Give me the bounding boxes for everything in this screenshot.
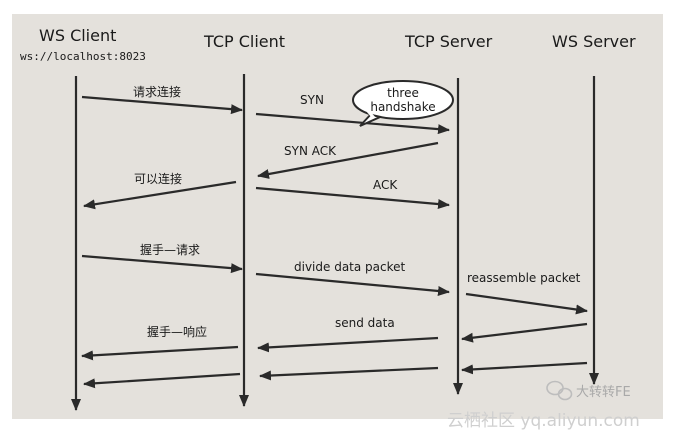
arrow-can-connect [83,180,237,210]
header-tcp-client: TCP Client [204,32,286,51]
arrow-return-tcp [259,366,439,381]
label-ack: ACK [373,178,398,192]
label-reassemble: reassemble packet [467,271,581,285]
bubble-line-1: three [387,86,419,100]
arrow-divide [255,272,450,296]
arrow-ack [255,186,450,210]
label-connect-request: 请求连接 [133,85,182,99]
handshake-bubble [352,80,454,127]
arrow-return-client [83,372,241,389]
label-syn-ack: SYN ACK [284,144,336,158]
arrow-connect-request [81,95,243,115]
header-tcp-server: TCP Server [405,32,493,51]
arrow-send-data-tcp [257,336,439,353]
label-handshake-response: 握手—响应 [147,325,208,339]
arrow-reassemble [465,292,588,315]
watermark-wechat: 大转转FE [576,385,631,400]
label-send-data: send data [335,316,395,330]
header-ws-client: WS Client [39,26,117,45]
arrow-syn [255,112,450,135]
label-syn: SYN [300,93,324,107]
wechat-icon [546,380,573,401]
label-can-connect: 可以连接 [134,172,183,186]
arrow-handshake-response [81,345,239,361]
diagram-panel [12,14,663,419]
label-handshake-request: 握手—请求 [140,243,201,257]
ws-client-address: ws://localhost:8023 [20,50,146,63]
arrow-handshake-request [81,254,243,274]
arrow-return-ws [461,361,588,375]
arrow-send-data-ws [461,322,588,343]
bubble-line-2: handshake [370,100,436,114]
label-divide: divide data packet [294,260,406,274]
arrow-syn-ack [257,141,439,179]
watermark-site: 云栖社区 yq.aliyun.com [447,411,640,431]
header-ws-server: WS Server [552,32,636,51]
